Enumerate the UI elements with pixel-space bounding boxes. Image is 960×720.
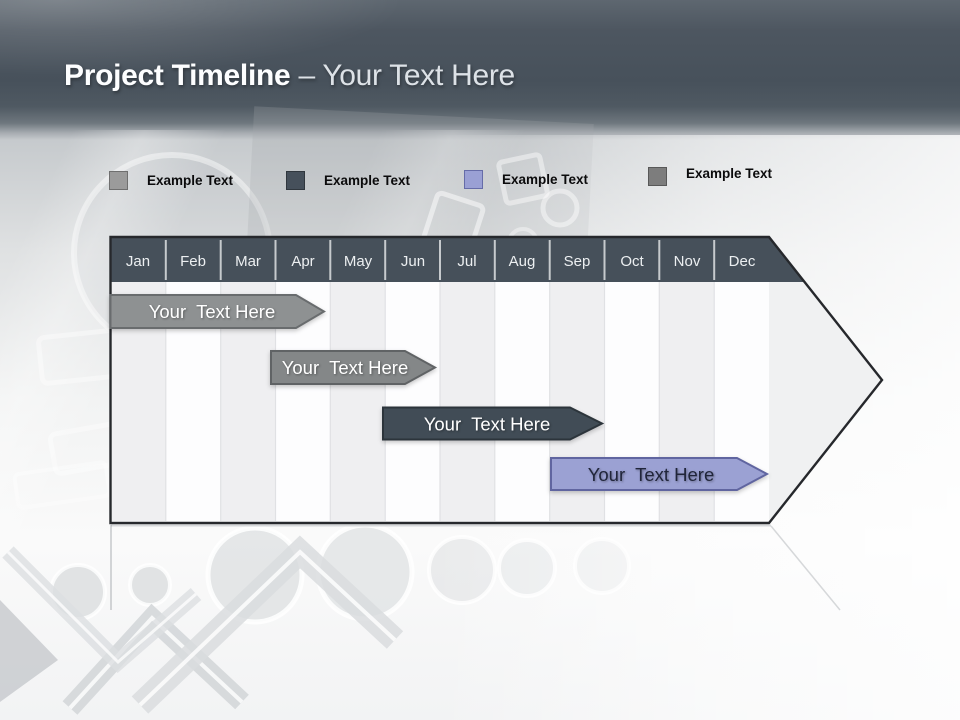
header-separators <box>164 240 716 280</box>
month-label-may: May <box>344 253 373 270</box>
title-main-text: Project Timeline <box>64 59 291 92</box>
month-label-mar: Mar <box>235 253 261 270</box>
timeline-bar-1[interactable]: Your Text Here <box>109 294 326 329</box>
bar-2-shape <box>270 350 438 385</box>
bar-4-label: Your Text Here <box>588 464 715 485</box>
month-label-oct: Oct <box>620 253 644 270</box>
timeline-bar-3[interactable]: Your Text Here <box>382 406 605 441</box>
month-label-jan: Jan <box>126 253 150 270</box>
month-label-apr: Apr <box>291 253 314 270</box>
legend-label-4: Example Text <box>686 166 773 181</box>
table-reflection-line <box>111 524 771 527</box>
month-label-nov: Nov <box>674 253 701 270</box>
legend-label-1: Example Text <box>147 173 234 188</box>
bar-4-shape <box>550 457 770 491</box>
month-label-sep: Sep <box>564 253 591 270</box>
slide-title[interactable]: Project Timeline – Your Text Here <box>64 58 515 94</box>
month-label-jul: Jul <box>457 253 476 270</box>
month-label-jun: Jun <box>401 253 425 270</box>
timeline-bar-4[interactable]: Your Text Here <box>550 457 770 491</box>
timeline-bar-2[interactable]: Your Text Here <box>270 350 438 385</box>
bar-3-shape <box>382 406 605 441</box>
legend-item-4[interactable]: Example Text <box>648 166 773 186</box>
bar-2-label: Your Text Here <box>282 357 409 378</box>
month-label-feb: Feb <box>180 253 206 270</box>
timeline-arrow-head[interactable] <box>769 237 882 523</box>
month-label-dec: Dec <box>729 253 756 270</box>
legend-swatch-2 <box>286 171 305 190</box>
legend-swatch-1 <box>109 171 128 190</box>
legend-label-3: Example Text <box>502 172 589 187</box>
legend-item-2[interactable]: Example Text <box>286 171 410 190</box>
timeline-outline <box>109 235 884 525</box>
arrow-edge-reflection <box>770 525 841 611</box>
month-label-aug: Aug <box>509 253 536 270</box>
legend-swatch-4 <box>648 167 667 186</box>
month-labels: Jan Feb Mar Apr May Jun Jul Aug Sep Oct … <box>126 253 756 270</box>
title-band <box>0 0 960 140</box>
bar-1-label: Your Text Here <box>149 301 276 322</box>
legend-swatch-3 <box>464 170 483 189</box>
title-sub-text: – Your Text Here <box>290 59 515 92</box>
bar-3-label: Your Text Here <box>424 414 551 435</box>
legend-label-2: Example Text <box>324 173 411 188</box>
legend-item-3[interactable]: Example Text <box>464 170 588 189</box>
bar-1-shape <box>109 294 326 329</box>
legend-item-1[interactable]: Example Text <box>109 171 233 190</box>
